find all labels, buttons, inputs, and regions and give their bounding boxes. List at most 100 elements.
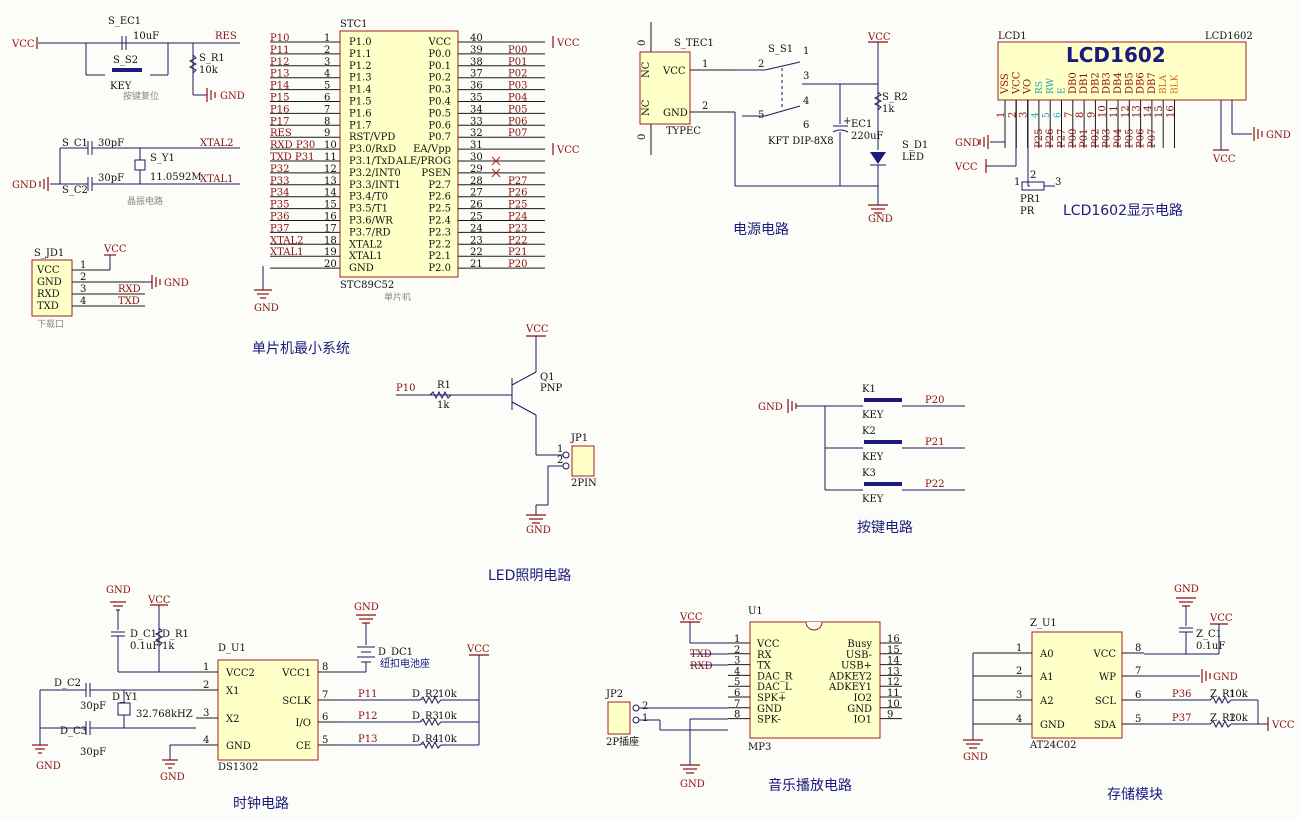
jd-vcc: VCC (103, 244, 127, 255)
mp3-right-num: 9 (887, 710, 893, 721)
jd-num-2: 2 (80, 272, 86, 283)
key-button-symbol (864, 440, 902, 444)
c1-ref: S_C1 (62, 138, 88, 149)
mcu-left-pin-name: P1.0 (349, 37, 372, 48)
lcd-pin-num: 1 (996, 112, 1007, 118)
ds1302-right-name: VCC1 (281, 668, 311, 679)
tec-pin-gnd: GND (663, 108, 688, 119)
mp3-left-num: 3 (734, 656, 740, 667)
title-music: 音乐播放电路 (768, 777, 852, 794)
clock-vcc-top: VCC (147, 595, 171, 606)
mp3-right-num: 12 (887, 677, 900, 688)
key-ref: S_S2 (113, 55, 138, 66)
eeprom-res-ref: Z_R1 (1210, 689, 1236, 700)
lcd-gnd-left: GND (955, 138, 980, 149)
key-ref: K3 (862, 468, 876, 479)
eeprom-res-value: 10k (1229, 713, 1249, 724)
eeprom-left-num: 1 (1016, 643, 1022, 654)
jp2-num-2: 2 (642, 701, 648, 712)
mcu-left-pin-num: 19 (324, 247, 337, 258)
eeprom-left-name: A1 (1039, 672, 1054, 683)
mcu-left-pin-name: P1.7 (349, 120, 372, 131)
cap-ref: S_EC1 (108, 16, 141, 27)
mcu-right-net: P07 (508, 128, 527, 139)
mcu-left-pin-num: 10 (324, 140, 337, 151)
mcu-left-pin-name: XTAL1 (349, 251, 382, 262)
mcu-left-net: RXD P30 (270, 140, 315, 151)
mp3-left-name: GND (757, 704, 782, 715)
tec-nc-1: NC (641, 61, 652, 78)
mcu-left-pin-num: 6 (324, 93, 330, 104)
eeprom-net: P37 (1172, 713, 1191, 724)
eeprom-ref: Z_U1 (1030, 618, 1057, 629)
ds1302-net: P12 (358, 711, 377, 722)
mcu-right-pin-name: EA/Vpp (413, 144, 451, 155)
r2-value: 1k (882, 104, 895, 115)
mcu-right-pin-name: VCC (427, 37, 451, 48)
ds1302-res-value: 10k (438, 734, 458, 745)
lcd-pin-num: 15 (1154, 105, 1165, 118)
mcu-left-net: RES (270, 128, 292, 139)
lcd-net: P03 (1102, 129, 1113, 148)
jd-num-3: 3 (80, 284, 86, 295)
mp3-right-num: 14 (887, 656, 900, 667)
ds1302-res-value: 10k (438, 689, 458, 700)
mcu-right-pin-num: 25 (470, 212, 483, 223)
mp3-left-name: RX (757, 650, 773, 661)
mcu-right-pin-num: 29 (470, 164, 483, 175)
clock-block: D_U1 DS1302 GND D_C1 0.1uF VCC D_R1 1k G… (32, 585, 490, 783)
mp3-left-num: 7 (734, 699, 740, 710)
led-ref: S_D1 (902, 140, 928, 151)
mcu-right-net: P01 (508, 57, 527, 68)
vcc-label: VCC (11, 39, 35, 50)
ec1-ref: EC1 (851, 119, 872, 130)
mcu-right-pin-name: P2.6 (428, 192, 451, 203)
jp1-num-2: 2 (557, 455, 563, 466)
ec1-plus: + (843, 116, 851, 127)
mcu-right-pin-name: P2.1 (428, 251, 451, 262)
lcd-pin-num: 8 (1075, 112, 1086, 118)
mcu-right-pin-num: 24 (470, 223, 483, 234)
lcd-pin-name: DB3 (1102, 72, 1113, 94)
mp3-left-num: 5 (734, 677, 740, 688)
mp3-left-num: 6 (734, 688, 740, 699)
lcd-pin-num: 6 (1054, 112, 1064, 118)
c1-value: 30pF (98, 138, 124, 149)
eeprom-left-name: A0 (1039, 649, 1054, 660)
mcu-right-pin-num: 33 (470, 116, 483, 127)
mcu-right-pin-num: 21 (470, 259, 483, 270)
ds1302-left-num: 1 (203, 662, 209, 673)
mcu-right-pin-num: 39 (470, 45, 483, 56)
mcu-left-pin-name: XTAL2 (349, 239, 382, 250)
ds1302-left-name: VCC2 (225, 668, 255, 679)
mcu-gnd: GND (254, 303, 279, 314)
mcu-right-pin-name: ALE/PROG (395, 156, 451, 167)
lcd-net: P25 (1034, 129, 1045, 148)
eeprom-body (1031, 631, 1123, 739)
mcu-right-pin-name: P2.4 (428, 216, 451, 227)
mcu-right-pin-num: 34 (470, 104, 483, 115)
d-c1-value: 0.1uF (130, 641, 159, 652)
mp3-left-num: 4 (734, 666, 740, 677)
resistor-symbol (1209, 695, 1232, 705)
mcu-left-net: TXD P31 (270, 152, 314, 163)
mcu-left-pin-name: P3.1/TxD (349, 156, 395, 167)
jd-pin-3: RXD (37, 289, 60, 300)
c2-value: 30pF (98, 173, 124, 184)
mcu-left-net: P12 (270, 57, 289, 68)
lcd-pin-name: DB0 (1068, 72, 1079, 94)
key-ref: K1 (862, 384, 876, 395)
mcu-right-pin-name: P2.5 (428, 204, 451, 215)
gnd-label: GND (220, 91, 245, 102)
lcd-pin-num: 5 (1042, 112, 1052, 118)
mcu-right-pin-num: 31 (470, 140, 483, 151)
ds1302-ref: D_U1 (218, 643, 246, 654)
lcd-pin-name: DB4 (1113, 72, 1124, 94)
mcu-right-pin-name: P2.0 (428, 263, 451, 274)
mcu-left-pin-name: P3.6/WR (349, 216, 393, 227)
mcu-left-pin-num: 18 (324, 235, 337, 246)
music-gnd: GND (680, 779, 705, 790)
mcu-right-pin-name: P2.7 (428, 180, 451, 191)
tec-zero-2: 0 (637, 134, 648, 140)
ds1302-net: P13 (358, 734, 377, 745)
